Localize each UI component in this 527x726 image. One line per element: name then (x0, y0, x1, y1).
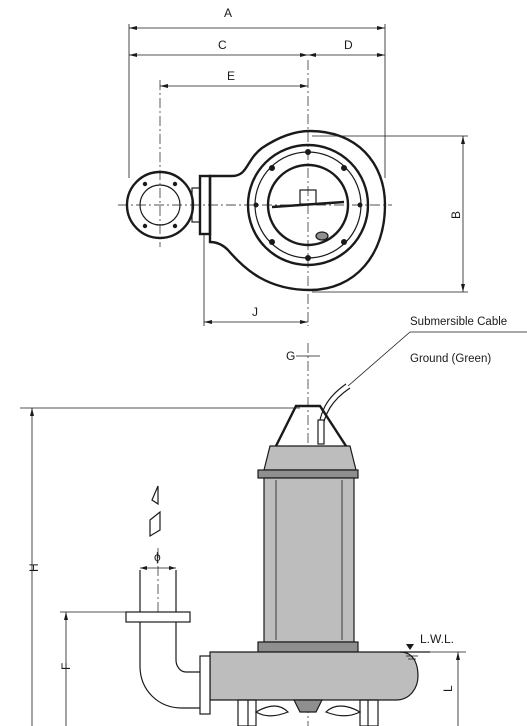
elbow-outer (139, 620, 200, 709)
dim-label-b: B (449, 211, 463, 219)
water-level-label: L.W.L. (420, 632, 454, 646)
dim-label-l: L (441, 685, 455, 692)
cover-flange (257, 469, 359, 479)
dim-label-f: F (59, 663, 73, 670)
dim-label-d: D (344, 38, 353, 52)
elbow-inner (175, 620, 200, 673)
break-symbol-bottom (149, 510, 161, 538)
cable-note: Submersible Cable (410, 316, 507, 328)
ground-note: Ground (Green) (410, 353, 491, 365)
nameplate-mark (315, 231, 329, 241)
plan-view: A C D E B J (118, 6, 468, 326)
volute-casing (208, 129, 387, 292)
dim-label-g: G (286, 349, 295, 363)
impeller-vane-left (254, 705, 290, 717)
motor-bottom-flange (257, 641, 359, 653)
discharge-flange-top (125, 611, 191, 623)
cable-leader-line (347, 331, 527, 387)
frame-bolts (253, 149, 363, 261)
lifting-handle (274, 404, 348, 447)
elbow-flange (199, 655, 211, 715)
cable-line-2 (321, 387, 351, 433)
motor-cover (263, 445, 357, 471)
elevation-view: G Submersible Cable Ground (Green) (20, 316, 527, 726)
dim-label-h: H (27, 563, 41, 572)
companion-flange (198, 174, 212, 236)
motor-frame (263, 477, 355, 643)
impeller-vane-right (324, 705, 362, 717)
dim-label-a: A (224, 6, 232, 20)
dim-label-j: J (252, 305, 258, 319)
cable-gland (317, 419, 325, 445)
dim-label-e: E (227, 69, 235, 83)
break-symbol-top (151, 485, 159, 506)
dim-label-c: C (218, 38, 227, 52)
pump-casing (209, 651, 419, 701)
lwl-marker (406, 644, 414, 650)
phi-label: ϕ (154, 550, 161, 564)
